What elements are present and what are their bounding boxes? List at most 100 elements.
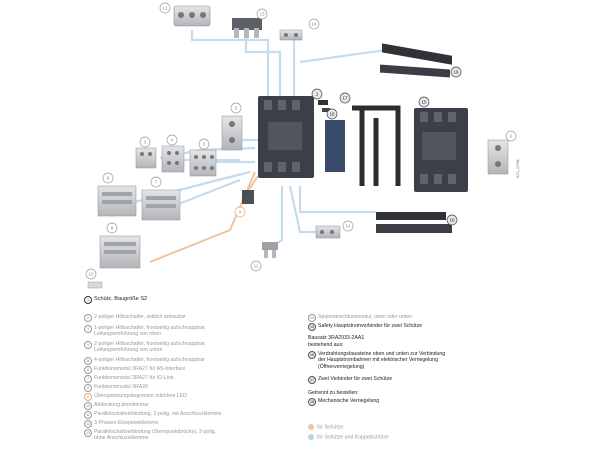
callout-4-marker: 4 bbox=[84, 341, 92, 349]
callout-label-12: 12 bbox=[162, 6, 168, 11]
callout-circle-4 bbox=[166, 134, 178, 146]
callout-12-marker: 12 bbox=[84, 420, 92, 428]
kit-title: Bausatz 3RA2933-2AA1 bbox=[308, 335, 365, 341]
callout-label-15: 15 bbox=[421, 100, 427, 105]
legend-text-16c: (Öffnerverriegelung) bbox=[318, 363, 365, 370]
legend-text-10: Abdeckung plombierbar bbox=[94, 402, 149, 408]
callout-circle-17 bbox=[339, 92, 351, 104]
coil-module-14 bbox=[279, 29, 303, 41]
callout-label-16b: 16 bbox=[449, 218, 455, 223]
callout-15-marker: 15 bbox=[308, 323, 316, 331]
callout-circle-14b bbox=[342, 220, 354, 232]
line-bottom3 bbox=[288, 185, 318, 234]
legend-text-7: Funktionsmodul 3RA27 für IO-Link bbox=[94, 375, 174, 381]
key-orange: für Schütze bbox=[308, 424, 343, 431]
contactor-1-right bbox=[414, 108, 468, 192]
accessory-diagram: IC01_00764 13 bbox=[85, 2, 520, 289]
callout-circle-2b bbox=[505, 130, 517, 142]
legend-text-15: Safety Hauptstromverbinder für zwei Schü… bbox=[318, 323, 423, 329]
aux-switch-2-left bbox=[221, 115, 243, 151]
callout-11-marker: 11 bbox=[84, 411, 92, 419]
callout-label-16a: 16 bbox=[453, 70, 459, 75]
callout-circle-8 bbox=[106, 222, 118, 234]
legend-text-6: Funktionsmodul 3RA27 für AS-Interface bbox=[94, 366, 186, 372]
aux-switch-3 bbox=[135, 147, 157, 169]
callout-7-marker: 7 bbox=[84, 375, 92, 383]
kit-subtitle: bestehend aus: bbox=[308, 342, 344, 348]
callout-label-3: 3 bbox=[144, 140, 147, 145]
terminal-block-12 bbox=[173, 5, 211, 27]
callout-label-11: 11 bbox=[254, 264, 259, 269]
legend-text-3b: Leitungseinführung von oben bbox=[94, 331, 161, 338]
line-top-terminal bbox=[190, 30, 270, 100]
line-right-top bbox=[299, 48, 387, 64]
parallel-link-11 bbox=[262, 242, 278, 258]
callout-18-marker: 18 bbox=[308, 398, 316, 406]
function-module-7 bbox=[141, 189, 181, 221]
function-module-8 bbox=[99, 235, 141, 269]
callout-circle-1 bbox=[311, 88, 323, 100]
legend-text-11: Parallelschaltverbindung, 3-polig, mit A… bbox=[94, 411, 222, 417]
callout-10-marker: 10 bbox=[84, 402, 92, 410]
callout-circle-15 bbox=[418, 96, 430, 108]
legend-text-9: Überspannungsbegrenzer mit/ohne LED bbox=[94, 393, 187, 399]
separate-title: Getrennt zu bestellen: bbox=[308, 390, 359, 396]
callout-circle-10 bbox=[85, 268, 97, 280]
legend-text-1: Schütz, Baugröße S2 bbox=[94, 296, 148, 302]
callout-label-17: 17 bbox=[342, 96, 348, 101]
callout-label-10: 10 bbox=[88, 272, 94, 277]
surge-suppressor-9 bbox=[242, 190, 254, 204]
callout-label-6: 6 bbox=[107, 176, 110, 181]
legend-text-13: Parallelschaltverbindung (Sternpunktbrüc… bbox=[94, 429, 216, 435]
line-bridge-13 bbox=[244, 36, 282, 100]
key-blue-label: für Schütze und Koppelschütze bbox=[317, 434, 389, 441]
key-orange-label: für Schütze bbox=[317, 424, 344, 431]
callout-5-marker: 5 bbox=[84, 357, 92, 365]
callout-label-8: 8 bbox=[111, 226, 114, 231]
callout-circle-3 bbox=[139, 136, 151, 148]
callout-circle-16b bbox=[446, 214, 458, 226]
legend-text-18: Mechanische Verriegelung bbox=[318, 398, 380, 404]
mechanical-interlock-18 bbox=[325, 120, 345, 172]
line-bottom2 bbox=[298, 186, 376, 214]
callout-label-9: 9 bbox=[239, 210, 242, 215]
wiring-module-16-top bbox=[380, 43, 452, 78]
callout-circle-11 bbox=[250, 260, 262, 272]
contactor-1-left bbox=[258, 96, 314, 178]
callout-14-marker: 14 bbox=[308, 314, 316, 322]
key-blue: für Schütze und Koppelschütze bbox=[308, 434, 389, 441]
callout-6-marker: 6 bbox=[84, 366, 92, 374]
callout-label-18: 18 bbox=[329, 112, 335, 117]
connector-17 bbox=[318, 100, 330, 112]
callout-16-marker: 16 bbox=[308, 351, 316, 359]
legend-text-17: Zwei Verbinder für zwei Schütze bbox=[318, 376, 393, 382]
legend-text-16b: der Hauptstrombahnen mit elektrischer Ve… bbox=[318, 357, 438, 364]
callout-circle-13 bbox=[256, 8, 268, 20]
safety-connector-15 bbox=[352, 105, 401, 186]
sealable-cover-10 bbox=[87, 281, 103, 289]
star-bridge-13 bbox=[232, 18, 262, 38]
callout-label-2a: 2 bbox=[235, 106, 238, 111]
callout-circle-16a bbox=[450, 66, 462, 78]
orange-swatch bbox=[308, 424, 314, 430]
aux-switch-5 bbox=[189, 149, 217, 177]
callout-circle-18 bbox=[326, 108, 338, 120]
blue-swatch bbox=[308, 434, 314, 440]
callout-8-marker: 8 bbox=[84, 384, 92, 392]
figure-id: IC01_00764 bbox=[516, 159, 520, 178]
callout-label-7: 7 bbox=[155, 180, 158, 185]
